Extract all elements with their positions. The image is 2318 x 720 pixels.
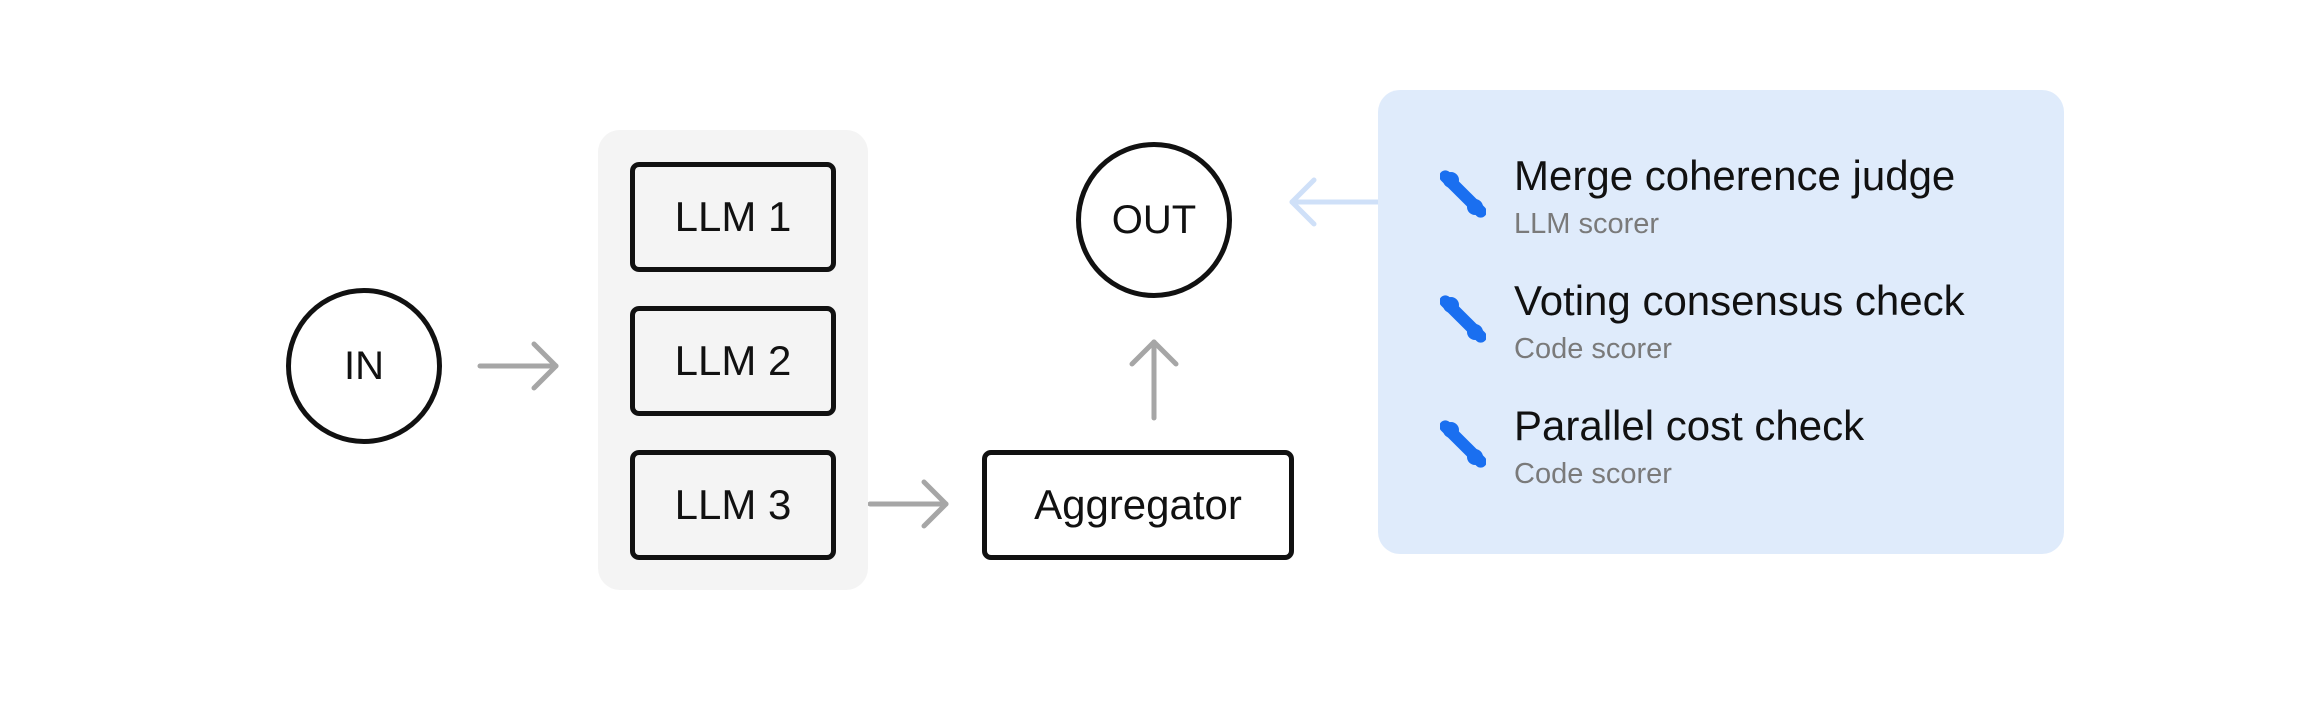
scorer-title: Voting consensus check (1514, 277, 1965, 324)
percent-icon (1440, 420, 1486, 468)
scorer-item: Voting consensus check Code scorer (1440, 275, 2060, 375)
aggregator-node: Aggregator (982, 450, 1294, 560)
llm-node-label: LLM 3 (674, 481, 792, 528)
scorer-title: Parallel cost check (1514, 402, 1865, 449)
scorer-title: Merge coherence judge (1514, 152, 1956, 199)
llm-node-label: LLM 1 (674, 193, 792, 240)
llm-node-2: LLM 2 (630, 306, 836, 416)
output-node: OUT (1076, 142, 1232, 298)
aggregator-label: Aggregator (1034, 481, 1242, 528)
scorer-item: Merge coherence judge LLM scorer (1440, 150, 2060, 250)
scorer-panel (1378, 90, 2064, 554)
output-node-label: OUT (1111, 197, 1197, 242)
llm-node-1: LLM 1 (630, 162, 836, 272)
scorer-subtitle: Code scorer (1514, 333, 1672, 365)
llm-node-label: LLM 2 (674, 337, 792, 384)
arrow-scorers-to-out (1289, 177, 1383, 227)
arrow-in-to-llms (477, 341, 559, 391)
scorer-subtitle: LLM scorer (1514, 208, 1660, 240)
scorer-subtitle: Code scorer (1514, 458, 1672, 490)
percent-icon (1440, 170, 1486, 218)
arrow-llms-to-aggregator (867, 479, 949, 529)
llm-node-3: LLM 3 (630, 450, 836, 560)
input-node: IN (286, 288, 442, 444)
arrow-aggregator-to-out (1129, 339, 1179, 421)
scorer-item: Parallel cost check Code scorer (1440, 400, 2060, 500)
percent-icon (1440, 295, 1486, 343)
input-node-label: IN (344, 343, 384, 388)
